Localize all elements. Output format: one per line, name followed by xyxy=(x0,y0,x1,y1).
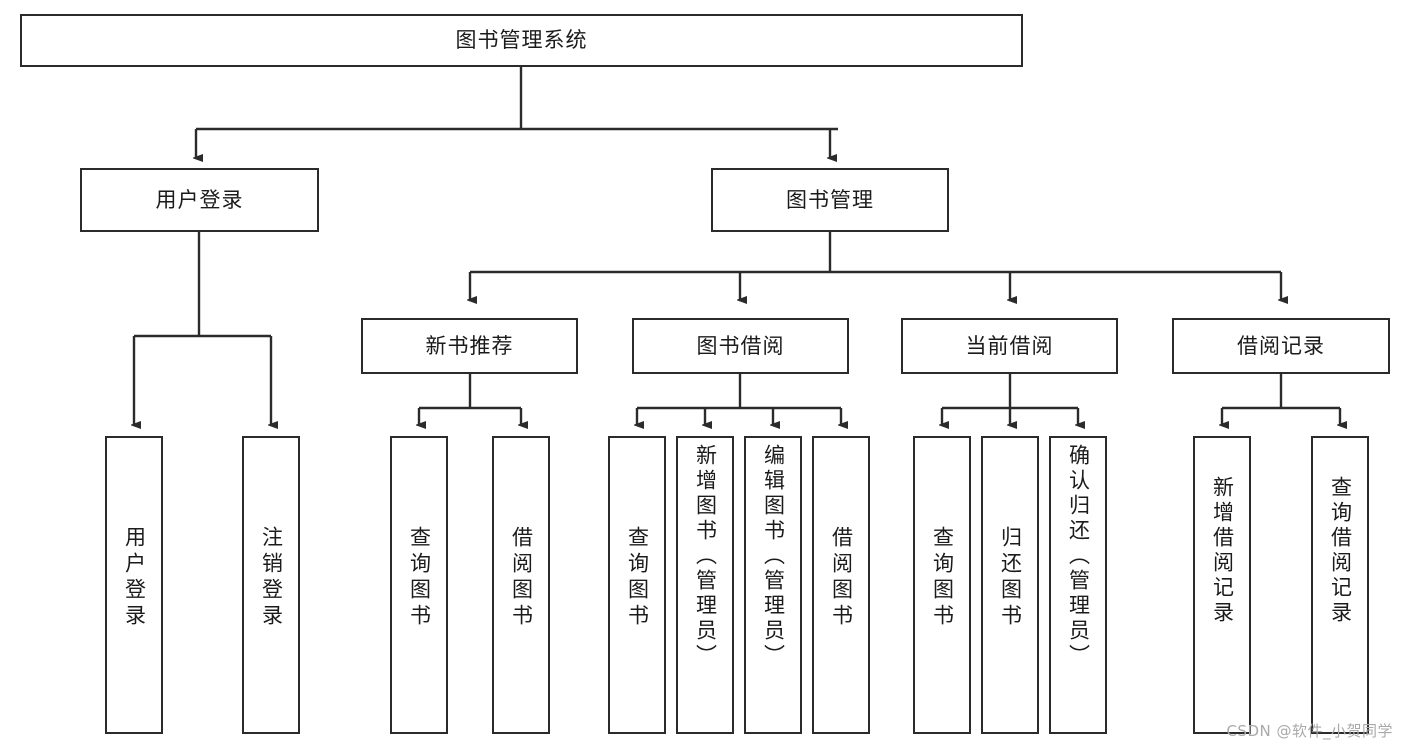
node-leaf-borrow-book-2[interactable]: 借阅图书 xyxy=(812,436,870,734)
node-leaf-user-login[interactable]: 用户登录 xyxy=(105,436,163,734)
node-leaf-return-book[interactable]: 归还图书 xyxy=(981,436,1039,734)
node-leaf-confirm-return[interactable]: 确认归还（管理员） xyxy=(1049,436,1107,734)
node-user-login-label: 用户登录 xyxy=(155,187,244,212)
node-root[interactable]: 图书管理系统 xyxy=(20,14,1023,67)
node-leaf-add-book[interactable]: 新增图书（管理员） xyxy=(676,436,734,734)
node-root-label: 图书管理系统 xyxy=(455,28,588,52)
node-leaf-query-book-3-label: 查询图书 xyxy=(930,526,955,630)
node-book-borrow-label: 图书借阅 xyxy=(696,333,785,358)
node-borrow-record[interactable]: 借阅记录 xyxy=(1172,318,1390,374)
node-leaf-user-logout-label: 注销登录 xyxy=(259,526,284,630)
node-new-book-recommend-label: 新书推荐 xyxy=(425,333,514,358)
node-leaf-borrow-book-1-label: 借阅图书 xyxy=(509,526,534,630)
node-leaf-add-book-label: 新增图书（管理员） xyxy=(693,444,718,669)
node-leaf-user-logout[interactable]: 注销登录 xyxy=(242,436,300,734)
node-new-book-recommend[interactable]: 新书推荐 xyxy=(361,318,578,374)
node-user-login[interactable]: 用户登录 xyxy=(80,168,319,232)
node-current-borrow[interactable]: 当前借阅 xyxy=(901,318,1118,374)
node-current-borrow-label: 当前借阅 xyxy=(965,333,1054,358)
node-leaf-edit-book[interactable]: 编辑图书（管理员） xyxy=(744,436,802,734)
watermark-text: CSDN @软件_小贺同学 xyxy=(1226,722,1393,740)
node-leaf-return-book-label: 归还图书 xyxy=(998,526,1023,630)
node-leaf-query-book-1[interactable]: 查询图书 xyxy=(390,436,448,734)
node-leaf-confirm-return-label: 确认归还（管理员） xyxy=(1066,444,1091,669)
node-leaf-query-record[interactable]: 查询借阅记录 xyxy=(1311,436,1369,734)
node-leaf-query-book-1-label: 查询图书 xyxy=(407,526,432,630)
node-leaf-add-record-label: 新增借阅记录 xyxy=(1210,476,1235,626)
node-leaf-query-book-2[interactable]: 查询图书 xyxy=(608,436,666,734)
node-book-manage-label: 图书管理 xyxy=(786,187,874,212)
node-leaf-add-record[interactable]: 新增借阅记录 xyxy=(1193,436,1251,734)
node-leaf-query-record-label: 查询借阅记录 xyxy=(1328,476,1353,626)
node-leaf-edit-book-label: 编辑图书（管理员） xyxy=(761,444,786,669)
node-leaf-query-book-2-label: 查询图书 xyxy=(625,526,650,630)
node-leaf-borrow-book-2-label: 借阅图书 xyxy=(829,526,854,630)
node-borrow-record-label: 借阅记录 xyxy=(1237,333,1325,358)
node-book-borrow[interactable]: 图书借阅 xyxy=(632,318,849,374)
node-leaf-borrow-book-1[interactable]: 借阅图书 xyxy=(492,436,550,734)
node-leaf-user-login-label: 用户登录 xyxy=(122,526,147,630)
node-leaf-query-book-3[interactable]: 查询图书 xyxy=(913,436,971,734)
node-book-manage[interactable]: 图书管理 xyxy=(711,168,949,232)
